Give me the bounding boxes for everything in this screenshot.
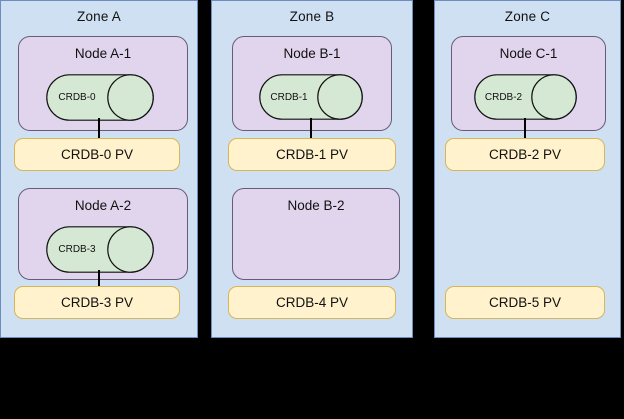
pv-label-crdb-3-pv: CRDB-3 PV xyxy=(60,295,133,310)
pv-label-crdb-4-pv: CRDB-4 PV xyxy=(275,295,348,310)
pod-crdb-0: CRDB-0 xyxy=(46,74,154,121)
pod-crdb-2: CRDB-2 xyxy=(474,74,577,120)
pod-crdb-3: CRDB-3 xyxy=(46,226,154,273)
node-box-b-2: Node B-2 xyxy=(232,188,400,280)
pv-box-crdb-3-pv: CRDB-3 PV xyxy=(14,286,180,319)
cylinder-icon xyxy=(46,74,154,121)
zone-title-a: Zone A xyxy=(77,9,121,24)
node-title-b-1: Node B-1 xyxy=(283,46,341,61)
connector-b-1 xyxy=(310,118,312,140)
pod-crdb-1: CRDB-1 xyxy=(259,74,363,120)
pv-box-crdb-0-pv: CRDB-0 PV xyxy=(14,138,180,171)
zone-title-b: Zone B xyxy=(289,9,335,24)
pv-label-crdb-1-pv: CRDB-1 PV xyxy=(275,147,348,162)
connector-a-1 xyxy=(98,118,100,140)
node-title-c-1: Node C-1 xyxy=(499,46,558,61)
node-title-a-2: Node A-2 xyxy=(74,198,132,213)
pv-label-crdb-0-pv: CRDB-0 PV xyxy=(60,147,133,162)
connector-c-1 xyxy=(524,118,526,140)
node-title-a-1: Node A-1 xyxy=(74,46,132,61)
cylinder-icon xyxy=(46,226,154,273)
zone-title-c: Zone C xyxy=(504,9,551,24)
pv-box-crdb-1-pv: CRDB-1 PV xyxy=(228,138,396,171)
pv-box-crdb-4-pv: CRDB-4 PV xyxy=(228,286,396,319)
cylinder-icon xyxy=(474,74,577,120)
pv-label-crdb-2-pv: CRDB-2 PV xyxy=(488,147,561,162)
cylinder-icon xyxy=(259,74,363,120)
connector-a-2 xyxy=(98,270,100,287)
pv-box-crdb-2-pv: CRDB-2 PV xyxy=(445,138,605,171)
pv-box-crdb-5-pv: CRDB-5 PV xyxy=(445,286,605,319)
pv-label-crdb-5-pv: CRDB-5 PV xyxy=(488,295,561,310)
node-title-b-2: Node B-2 xyxy=(287,198,345,213)
